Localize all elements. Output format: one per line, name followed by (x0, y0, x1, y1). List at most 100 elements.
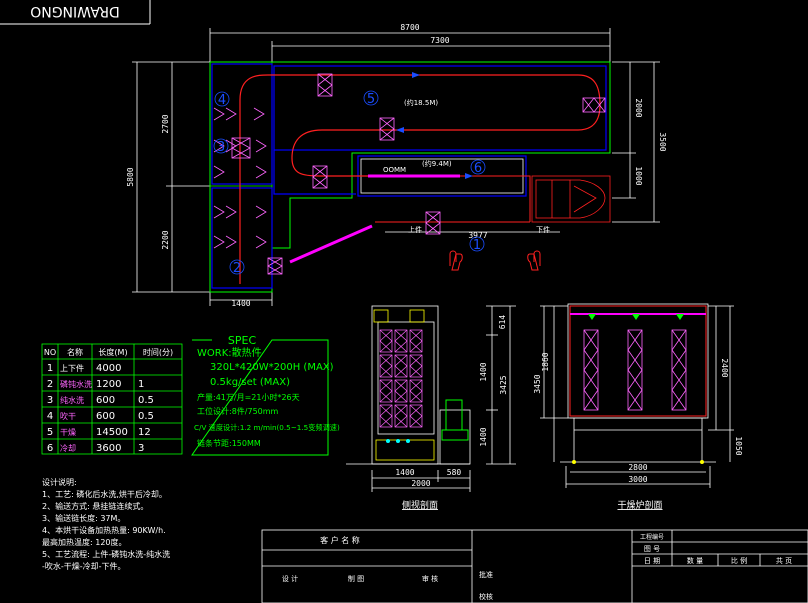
check-label: 校核 (479, 592, 493, 601)
front-dim-w2: 3000 (628, 475, 647, 484)
dim-right-lower: 1000 (634, 166, 643, 185)
front-section-view: 1860 3450 2400 1050 2800 3000 干燥炉剖面 (533, 303, 743, 511)
customer-label: 客 户 名 称 (320, 535, 360, 545)
spec-pitch: 链条节距:150MM (197, 438, 261, 448)
draw-label: 制 图 (348, 574, 364, 583)
approve-label: 批准 (479, 570, 493, 579)
svg-text:上下件: 上下件 (60, 363, 84, 373)
svg-text:3600: 3600 (96, 443, 121, 454)
table-row: 1 上下件 4000 (47, 363, 122, 374)
svg-text:4: 4 (47, 411, 53, 422)
side-dim-bottom: 1400 (479, 427, 488, 446)
svg-text:3: 3 (47, 395, 53, 406)
spec-speed: C/V 速度设计:1.2 m/min(0.5~1.5变频调速) (194, 423, 340, 432)
note-line: 3、输送链长度: 37M。 (42, 513, 125, 523)
project-no-label: 工程编号 (640, 533, 664, 541)
load-label: 上件 (408, 225, 422, 234)
design-label: 设 计 (282, 574, 298, 583)
side-dim-w1: 1400 (395, 468, 414, 477)
zone-label-3: 3 (217, 140, 225, 155)
unload-hand-icon (527, 250, 541, 271)
front-dim-h3: 2400 (720, 358, 729, 377)
pipe-label: OOMM (383, 166, 406, 174)
svg-text:600: 600 (96, 395, 115, 406)
svg-text:0.5: 0.5 (138, 411, 154, 422)
sheet-label: 共 页 (776, 556, 792, 565)
svg-text:2: 2 (47, 379, 53, 390)
side-dim-total: 3425 (499, 375, 508, 394)
front-dim-h2: 3450 (533, 374, 542, 393)
svg-text:干燥: 干燥 (60, 428, 76, 437)
zone-label-1: 1 (473, 238, 481, 253)
table-header-length: 长度(M) (98, 347, 127, 357)
zone-label-5: 5 (367, 92, 375, 107)
table-row: 5 干燥 14500 12 (47, 427, 151, 438)
notes-title: 设计说明: (42, 477, 77, 487)
note-line: 2、输送方式: 悬挂链连续式。 (42, 501, 148, 511)
svg-text:0.5: 0.5 (138, 395, 154, 406)
oven5-length: (约18.5M) (404, 98, 438, 107)
spec-design: 工位设计:8件/750mm (197, 406, 279, 416)
process-table: NO 名称 长度(M) 时间(分) 1 上下件 4000 2 磷钝水洗 1200… (41, 343, 183, 455)
side-dim-w3: 2000 (411, 479, 430, 488)
dim-right-total: 3500 (658, 132, 667, 151)
svg-text:1200: 1200 (96, 379, 121, 390)
zone-label-6: 6 (474, 161, 482, 176)
plan-view: 8700 7300 5800 2700 2200 2000 3500 1000 … (126, 23, 667, 308)
table-row: 6 冷却 3600 3 (47, 443, 145, 454)
unload-label: 下件 (536, 225, 550, 234)
drawing-no-label: 图 号 (644, 545, 660, 553)
table-row: 3 纯水洗 600 0.5 (47, 395, 154, 406)
svg-text:1: 1 (138, 379, 144, 390)
note-line: 4、本烘干设备加热热量: 90KW/h. (42, 525, 166, 535)
svg-text:600: 600 (96, 411, 115, 422)
title-block: 客 户 名 称 设 计 制 图 审 核 批准 校核 工程编号 图 号 日 期 数… (261, 529, 808, 603)
dim-conveyor-length: 3977 (468, 231, 487, 240)
spec-weight: 0.5kg/set (MAX) (210, 377, 290, 388)
table-header-time: 时间(分) (143, 347, 173, 357)
oven6-length: (约9.4M) (422, 159, 452, 168)
svg-text:6: 6 (47, 443, 53, 454)
zone-label-4: 4 (218, 93, 226, 108)
svg-text:纯水洗: 纯水洗 (60, 395, 84, 405)
side-dim-mid: 1400 (479, 362, 488, 381)
spec-output: 产量:41万/月=21小时*26天 (197, 392, 300, 402)
front-dim-w1: 2800 (628, 463, 647, 472)
dim-top-total: 8700 (400, 23, 419, 32)
review-label: 审 核 (422, 574, 438, 583)
design-notes: 设计说明: 1、工艺: 磷化后水洗,烘干后冷却。 2、输送方式: 悬挂链连续式。… (42, 477, 170, 571)
note-line: 最高加热温度: 120度。 (42, 537, 127, 547)
qty-label: 数 量 (687, 556, 703, 565)
svg-text:14500: 14500 (96, 427, 128, 438)
svg-text:5: 5 (47, 427, 53, 438)
dim-left-lower: 2200 (161, 230, 170, 249)
table-header-name: 名称 (67, 347, 83, 357)
svg-text:4000: 4000 (96, 363, 121, 374)
dim-top-inner: 7300 (430, 36, 449, 45)
front-view-caption: 干燥炉剖面 (617, 499, 662, 511)
spec-box: SPEC WORK:散热件 320L*420W*200H (MAX) 0.5kg… (191, 334, 340, 456)
svg-text:冷却: 冷却 (60, 443, 76, 453)
side-view-caption: 侧视剖面 (402, 499, 438, 511)
dim-right-upper: 2000 (634, 98, 643, 117)
table-row: 2 磷钝水洗 1200 1 (47, 379, 145, 390)
front-dim-h4: 1050 (734, 436, 743, 455)
svg-text:吹干: 吹干 (60, 411, 76, 421)
zone-label-2: 2 (233, 261, 241, 276)
svg-text:12: 12 (138, 427, 151, 438)
side-section-view: 614 1400 3425 1400 1400 580 2000 侧视剖面 (346, 305, 516, 511)
note-line: 1、工艺: 磷化后水洗,烘干后冷却。 (42, 489, 167, 499)
dim-bottom-left: 1400 (231, 299, 250, 308)
load-hand-icon (449, 250, 463, 271)
front-dim-h1: 1860 (541, 352, 550, 371)
scale-label: 比 例 (731, 556, 747, 565)
side-dim-w2: 580 (447, 468, 462, 477)
date-label: 日 期 (644, 557, 660, 565)
drawing-number-tag: DRAWINGNO (0, 0, 151, 25)
table-row: 4 吹干 600 0.5 (47, 411, 154, 422)
spec-size: 320L*420W*200H (MAX) (210, 362, 334, 373)
dim-left-total: 5800 (126, 167, 135, 186)
svg-text:3: 3 (138, 443, 144, 454)
table-header-no: NO (44, 348, 56, 357)
